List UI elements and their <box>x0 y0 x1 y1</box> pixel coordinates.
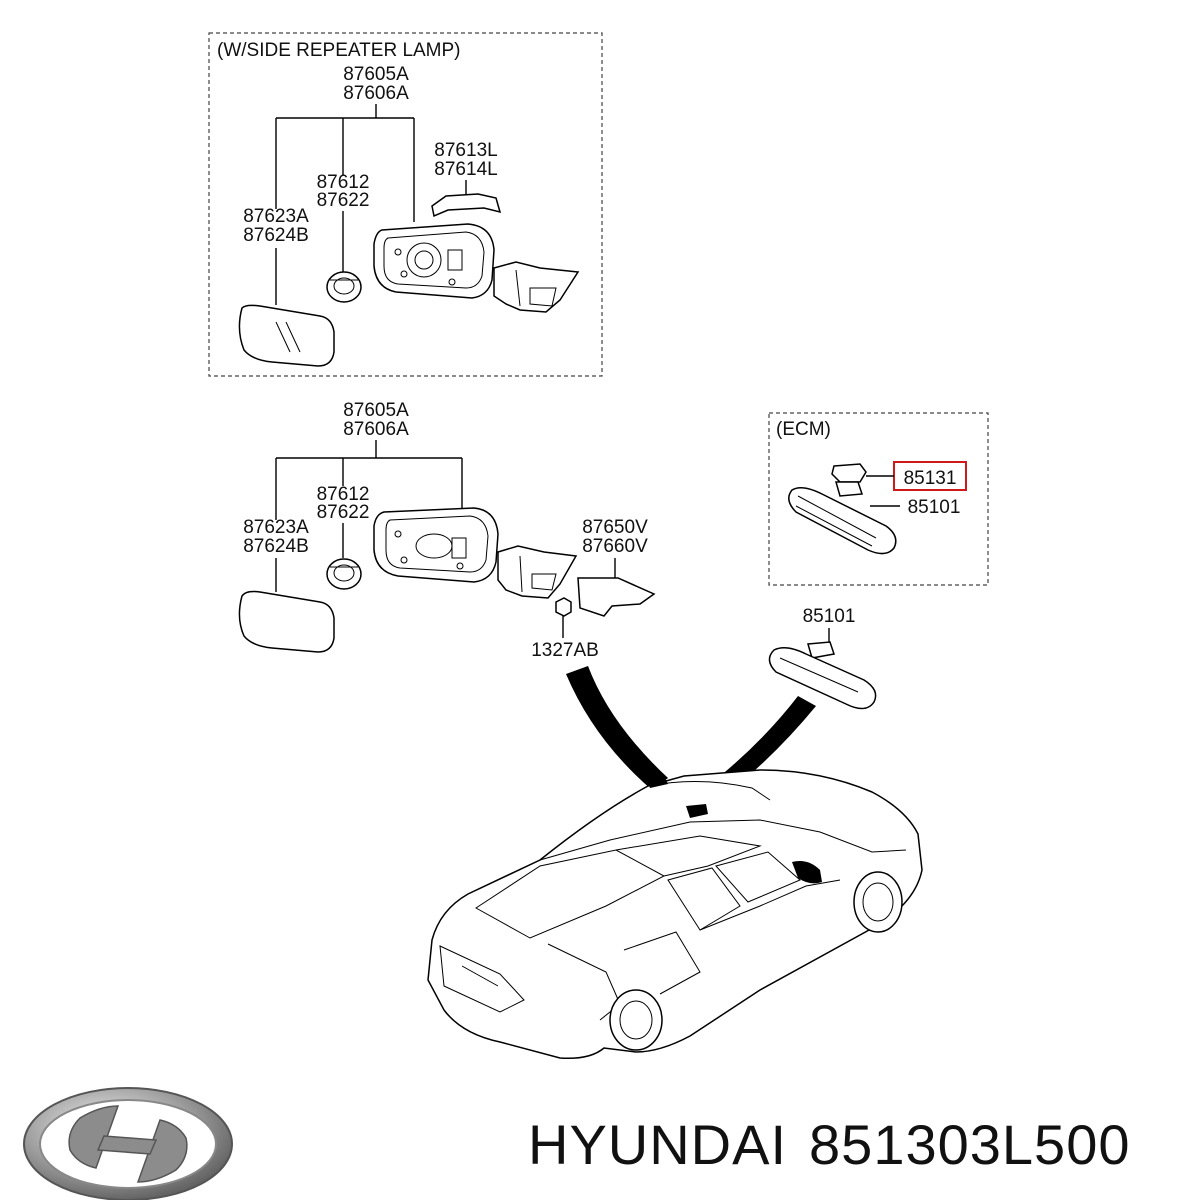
top-actuator-label-1: 87612 <box>317 172 370 193</box>
ecm-mirror-part <box>788 481 897 555</box>
mid-glass-label-1: 87623A <box>243 517 309 538</box>
top-panel-border <box>208 32 603 377</box>
middle-garnish-part <box>577 577 656 617</box>
top-actuator-part <box>326 271 362 303</box>
top-leader-lines <box>275 104 467 305</box>
mid-glass-label-2: 87624B <box>243 536 309 557</box>
ecm-panel: (ECM) 85131 85101 <box>768 412 989 586</box>
inside-mirror: 85101 <box>768 606 877 710</box>
mid-assembly-label-1: 87605A <box>343 400 409 421</box>
top-cover-label-2: 87614L <box>434 159 497 180</box>
top-glass-label-1: 87623A <box>243 206 309 227</box>
ecm-mirror-label: 85101 <box>908 497 961 518</box>
mid-actuator-label-2: 87622 <box>317 502 370 523</box>
middle-mirror-housing <box>373 507 578 599</box>
ecm-leader-lines <box>866 475 900 507</box>
middle-nut-part <box>555 597 572 617</box>
top-assembly-label-1: 87605A <box>343 64 409 85</box>
top-panel-header: (W/SIDE REPEATER LAMP) <box>217 40 461 61</box>
top-glass-label-2: 87624B <box>243 225 309 246</box>
car-illustration <box>427 769 923 1060</box>
ecm-panel-header: (ECM) <box>776 419 831 440</box>
top-panel: (W/SIDE REPEATER LAMP) 87605A 87606A 876… <box>208 32 603 377</box>
top-glass-part <box>238 304 335 367</box>
caption-part-number: 851303L500 <box>809 1113 1131 1176</box>
middle-panel: 87605A 87606A 87612 87622 87623A 87624B … <box>238 400 656 661</box>
mid-garnish-label-1: 87650V <box>582 517 648 538</box>
caption: HYUNDAI 851303L500 <box>528 1112 1152 1177</box>
top-cover-label-1: 87613L <box>434 140 497 161</box>
ecm-cover-label: 85131 <box>904 468 957 489</box>
mid-actuator-label-1: 87612 <box>317 484 370 505</box>
hyundai-logo <box>23 1087 233 1200</box>
inside-mirror-label: 85101 <box>803 606 856 627</box>
mid-assembly-label-2: 87606A <box>343 419 409 440</box>
top-assembly-label-2: 87606A <box>343 83 409 104</box>
ecm-panel-border <box>768 412 989 586</box>
caption-brand: HYUNDAI <box>528 1113 788 1176</box>
mid-nut-label: 1327AB <box>531 640 599 661</box>
top-cover-part <box>431 193 502 218</box>
middle-leader-lines <box>275 440 616 638</box>
ecm-cover-part <box>831 463 867 483</box>
top-actuator-label-2: 87622 <box>317 190 370 211</box>
top-mirror-housing <box>373 223 580 313</box>
mid-garnish-label-2: 87660V <box>582 536 648 557</box>
outside-mirror-pointer <box>566 666 668 790</box>
middle-glass-part <box>238 590 335 653</box>
middle-actuator-part <box>326 558 362 590</box>
